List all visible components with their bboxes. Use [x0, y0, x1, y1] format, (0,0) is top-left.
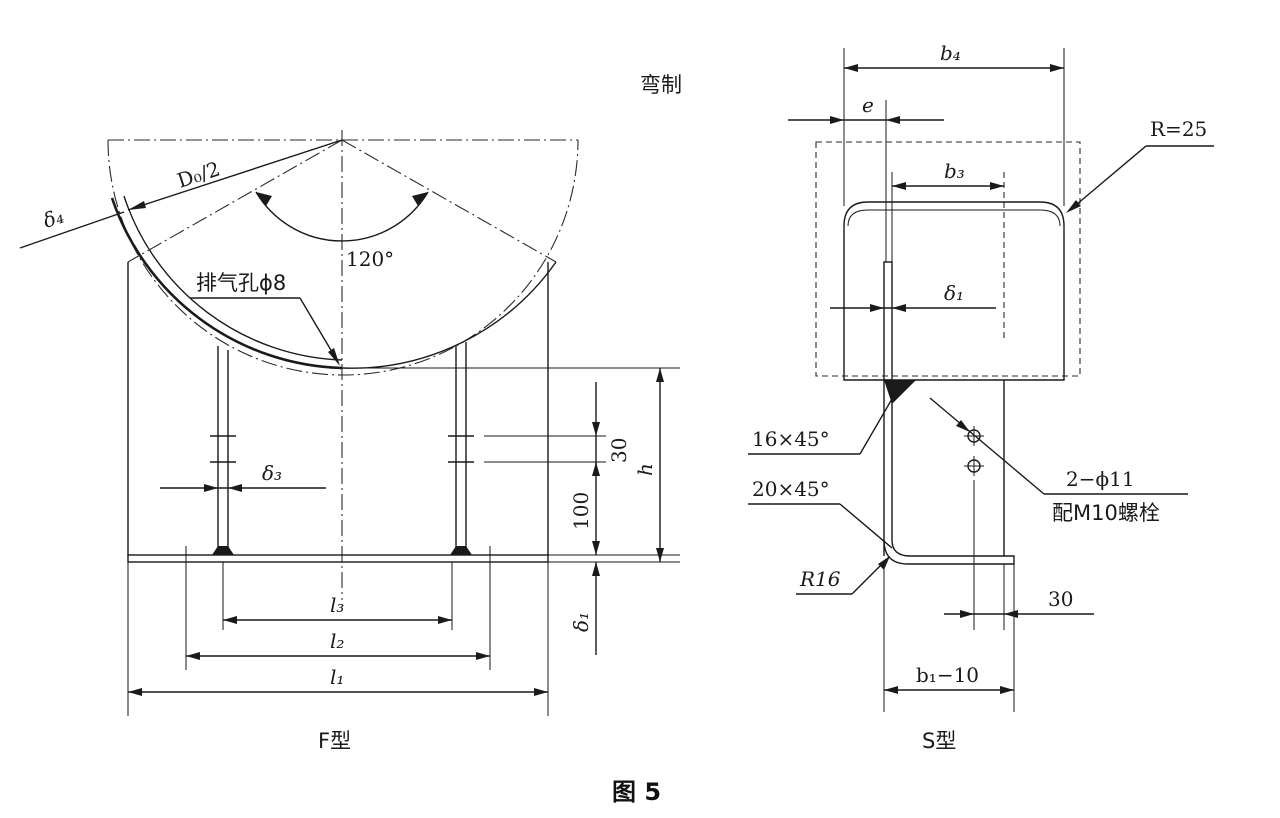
- figure-caption: 图 5: [612, 778, 661, 806]
- chamfer-top-leader: [859, 391, 897, 455]
- dim-30-label: 30: [607, 438, 631, 463]
- angle-arrow-right: [412, 192, 428, 206]
- dim-h-arrow: [656, 368, 664, 382]
- thickness-label: δ₄: [40, 204, 66, 233]
- saddle-arc-right: [341, 261, 557, 369]
- radial-line-right: [341, 139, 557, 263]
- dim-l2-arrow: [186, 652, 200, 660]
- dim-e-label: e: [862, 93, 874, 117]
- chamfer-bottom-leader: [839, 503, 893, 549]
- thickness-leader: [19, 211, 125, 249]
- dim-delta1-arrow: [870, 304, 884, 312]
- dim-30-arrow: [1004, 610, 1018, 618]
- dim-30-label: 30: [1048, 587, 1073, 611]
- rib-thickness-label: δ₃: [262, 461, 282, 485]
- rib-thickness-arrow: [228, 484, 242, 492]
- radial-line-left: [127, 139, 343, 263]
- rib-weld-left: [212, 546, 234, 555]
- dim-b1-label: b₁−10: [916, 663, 979, 687]
- dim-delta1-label: δ₁: [569, 612, 593, 632]
- dim-l2-label: l₂: [330, 629, 344, 653]
- f-type-title: F型: [318, 729, 351, 753]
- dim-b4-arrow: [844, 64, 858, 72]
- s-saddle-plate-inner: [847, 209, 1061, 227]
- radius-dim-line: [127, 139, 343, 211]
- dim-b1-arrow: [1000, 686, 1014, 694]
- bolt-label: 配M10螺栓: [1052, 501, 1160, 525]
- r16-label: R16: [799, 567, 841, 591]
- dim-l1-label: l₁: [330, 665, 344, 689]
- dim-b1-arrow: [884, 686, 898, 694]
- dim-30-arrow: [592, 422, 600, 436]
- s-type-view: b₄ e R=25 b₃ δ₁: [748, 41, 1214, 753]
- dim-b4-label: b₄: [940, 41, 961, 65]
- saddle-plate-inner: [123, 195, 343, 361]
- dim-h-arrow: [656, 548, 664, 562]
- s-chamfer-top: [884, 380, 916, 404]
- dim-h-label: h: [633, 463, 657, 476]
- angle-label: 120°: [346, 247, 394, 271]
- dim-l3-arrow: [438, 616, 452, 624]
- dim-delta1-arrow: [892, 304, 906, 312]
- dim-100-label: 100: [569, 492, 593, 530]
- holes-label: 2−ϕ11: [1066, 467, 1135, 491]
- rib-thickness-arrow: [204, 484, 218, 492]
- dim-l2-arrow: [476, 652, 490, 660]
- dim-l3-label: l₃: [330, 593, 344, 617]
- angle-arrow-left: [256, 192, 272, 206]
- pipe-dashed-outline: [815, 141, 1081, 377]
- r25-leader: [1069, 145, 1147, 211]
- dim-30-arrow: [960, 610, 974, 618]
- f-type-view: 弯制 120° D₀/2 δ₄ 排气孔ϕ8: [19, 73, 682, 753]
- saddle-plate: [110, 197, 343, 370]
- dim-b3-arrow: [892, 182, 906, 190]
- dim-delta1-label: δ₁: [944, 281, 964, 305]
- s-type-title: S型: [922, 729, 956, 753]
- dim-e-arrow: [830, 116, 844, 124]
- angle-arc: [255, 191, 429, 242]
- dim-100-arrow: [592, 541, 600, 555]
- bend-note: 弯制: [640, 73, 682, 97]
- dim-l1-arrow: [534, 688, 548, 696]
- dim-delta1-arrow: [592, 562, 600, 576]
- dim-b3-arrow: [990, 182, 1004, 190]
- vent-hole-label: 排气孔ϕ8: [196, 271, 286, 295]
- holes-arrow: [956, 420, 970, 432]
- base-plate: [127, 554, 549, 563]
- dim-l1-arrow: [128, 688, 142, 696]
- s-saddle-plate: [843, 201, 1065, 381]
- chamfer-bottom-label: 20×45°: [752, 477, 830, 501]
- r25-label: R=25: [1150, 117, 1207, 141]
- s-vertical-web: [883, 261, 893, 381]
- dim-b3-label: b₃: [944, 159, 965, 183]
- rib-weld-right: [450, 546, 472, 555]
- holes-leader: [929, 397, 1045, 495]
- s-bend: [883, 539, 1015, 565]
- dim-l3-arrow: [223, 616, 237, 624]
- vent-hole-arrow: [328, 348, 340, 366]
- dim-e-arrow: [886, 116, 900, 124]
- radius-arrow: [128, 201, 146, 210]
- dim-b4-arrow: [1050, 64, 1064, 72]
- chamfer-top-label: 16×45°: [752, 427, 830, 451]
- r16-arrow: [878, 556, 890, 570]
- r25-arrow: [1066, 200, 1081, 213]
